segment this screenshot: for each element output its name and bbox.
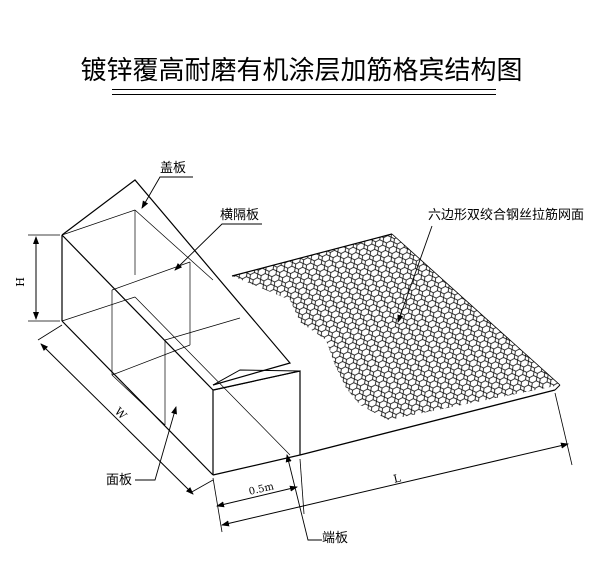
box-bottom-front-edge — [61, 320, 214, 476]
inner-back-bottom — [61, 296, 136, 322]
title-underline-lower — [112, 94, 496, 95]
diaphragm-label: 横隔板 — [220, 208, 259, 223]
title-underline-upper — [112, 89, 496, 90]
diagram-title: 镀锌覆高耐磨有机涂层加筋格宾结构图 — [80, 56, 523, 86]
width-label: W — [112, 405, 130, 423]
width-dimension — [37, 324, 214, 495]
height-label: H — [14, 277, 27, 287]
end-panel-outline — [212, 370, 301, 476]
front-panel-leader — [135, 406, 177, 481]
lid-leader — [141, 176, 193, 209]
callout-leaders — [135, 176, 433, 541]
gabion-box — [61, 179, 301, 476]
diaphragm-leader — [174, 223, 262, 271]
mesh-back-edge — [231, 233, 393, 277]
front-panel-label: 面板 — [106, 473, 132, 488]
end-panel-label: 端板 — [322, 531, 348, 546]
height-dimension — [28, 234, 60, 322]
mesh-label: 六边形双绞合钢丝拉筋网面 — [428, 207, 584, 223]
lid-outline — [61, 179, 292, 386]
inner-middle-top — [164, 317, 241, 341]
mesh-panel — [231, 233, 561, 456]
inner-bottom-edge — [134, 296, 291, 456]
length-dimensions — [212, 392, 573, 533]
end-panel-leader — [285, 454, 322, 541]
diaphragm-bottom — [111, 344, 191, 376]
inner-back-top — [61, 209, 136, 236]
lid-label: 盖板 — [160, 161, 186, 176]
box-top-front-edge — [61, 234, 214, 391]
mesh-corner — [554, 384, 561, 391]
mesh-texture — [232, 234, 560, 420]
inner-top-edge — [134, 209, 214, 281]
mesh-leader — [397, 225, 433, 323]
length-label: L — [392, 471, 403, 485]
